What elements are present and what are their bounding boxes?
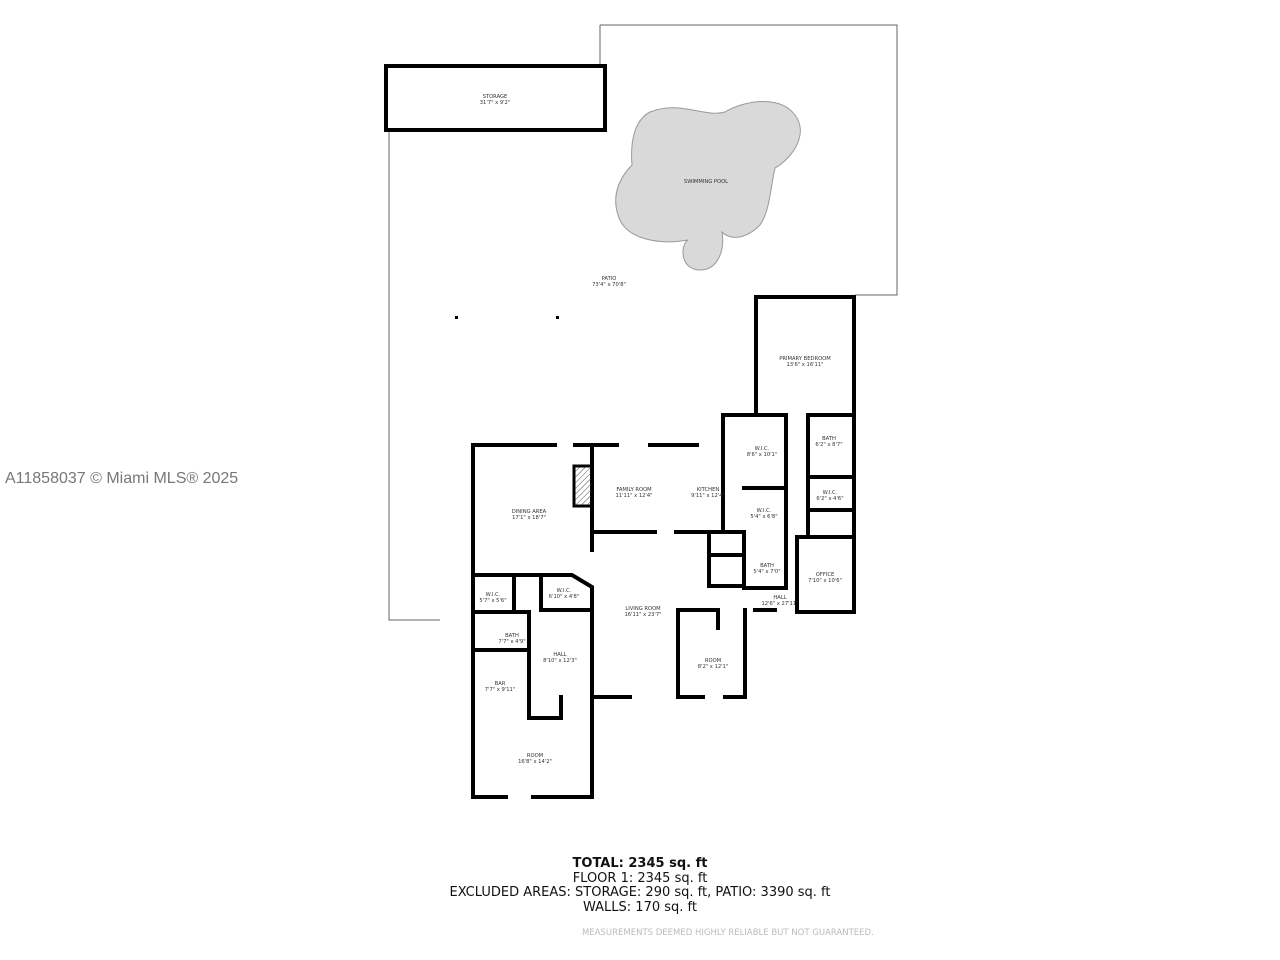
room-labels: STORAGE 31'7" x 9'2" SWIMMING POOL PATIO… [479, 94, 843, 765]
wic-label: W.I.C. [823, 490, 838, 496]
family-room-label: FAMILY ROOM [616, 487, 651, 493]
walls-area: WALLS: 170 sq. ft [583, 899, 697, 915]
room-dims: 8'2" x 12'1" [698, 664, 729, 670]
floor1-area: FLOOR 1: 2345 sq. ft [572, 870, 708, 886]
excluded-areas: EXCLUDED AREAS: STORAGE: 290 sq. ft, PAT… [449, 885, 831, 900]
pool-label: SWIMMING POOL [684, 179, 728, 185]
living-room-label: LIVING ROOM [625, 606, 660, 612]
bath-label: BATH [822, 436, 836, 442]
swimming-pool [615, 101, 801, 271]
primary-bedroom-dims: 13'6" x 16'11" [786, 362, 823, 368]
kitchen-label: KITCHEN [697, 487, 720, 493]
room-label: ROOM [705, 658, 721, 664]
house-walls [471, 295, 856, 799]
primary-bedroom-label: PRIMARY BEDROOM [779, 356, 830, 362]
bar-dims: 7'7" x 9'11" [485, 687, 516, 693]
wic-dims: 6'10" x 4'8" [549, 594, 580, 600]
bath-dims: 7'7" x 4'9" [498, 639, 525, 645]
column [556, 316, 559, 319]
room-label: ROOM [527, 753, 543, 759]
dining-area-dims: 17'1" x 18'7" [512, 515, 546, 521]
storage-dims: 31'7" x 9'2" [480, 100, 511, 106]
storage-label: STORAGE [483, 94, 508, 100]
hall-dims: 8'10" x 12'3" [543, 658, 577, 664]
room-dims: 16'8" x 14'2" [518, 759, 552, 765]
office-label: OFFICE [816, 572, 834, 578]
wic-label: W.I.C. [486, 592, 501, 598]
patio-label: PATIO [602, 276, 617, 282]
wic-label: W.I.C. [757, 508, 772, 514]
wic-dims: 5'7" x 5'6" [479, 598, 506, 604]
patio-outline [388, 24, 898, 621]
bath-dims: 6'2" x 8'7" [815, 442, 842, 448]
bar-label: BAR [495, 681, 506, 687]
storage-room [384, 64, 607, 132]
wic-dims: 5'4" x 6'8" [750, 514, 777, 520]
wic-label: W.I.C. [557, 588, 572, 594]
patio-dims: 73'4" x 70'8" [592, 282, 626, 288]
bath-label: BATH [760, 563, 774, 569]
family-room-dims: 11'11" x 12'4" [615, 493, 652, 499]
office-dims: 7'10" x 10'6" [808, 578, 842, 584]
wic-dims: 6'2" x 4'6" [816, 496, 843, 502]
disclaimer: MEASUREMENTS DEEMED HIGHLY RELIABLE BUT … [582, 928, 874, 938]
bath-label: BATH [505, 633, 519, 639]
wic-label: W.I.C. [755, 446, 770, 452]
kitchen-dims: 9'11" x 12'4" [691, 493, 725, 499]
wic-dims: 8'6" x 10'1" [747, 452, 778, 458]
area-summary: TOTAL: 2345 sq. ft FLOOR 1: 2345 sq. ft … [0, 856, 1280, 915]
hall-label: HALL [553, 652, 566, 658]
hall-label: HALL [773, 595, 786, 601]
column [455, 316, 458, 319]
mls-watermark: A11858037 © Miami MLS® 2025 [5, 470, 239, 487]
living-room-dims: 16'11" x 23'7" [624, 612, 661, 618]
dining-area-label: DINING AREA [512, 509, 547, 515]
bath-dims: 5'4" x 7'0" [753, 569, 780, 575]
hall-dims: 12'6" x 27'11" [761, 601, 798, 607]
total-area: TOTAL: 2345 sq. ft [572, 856, 708, 871]
